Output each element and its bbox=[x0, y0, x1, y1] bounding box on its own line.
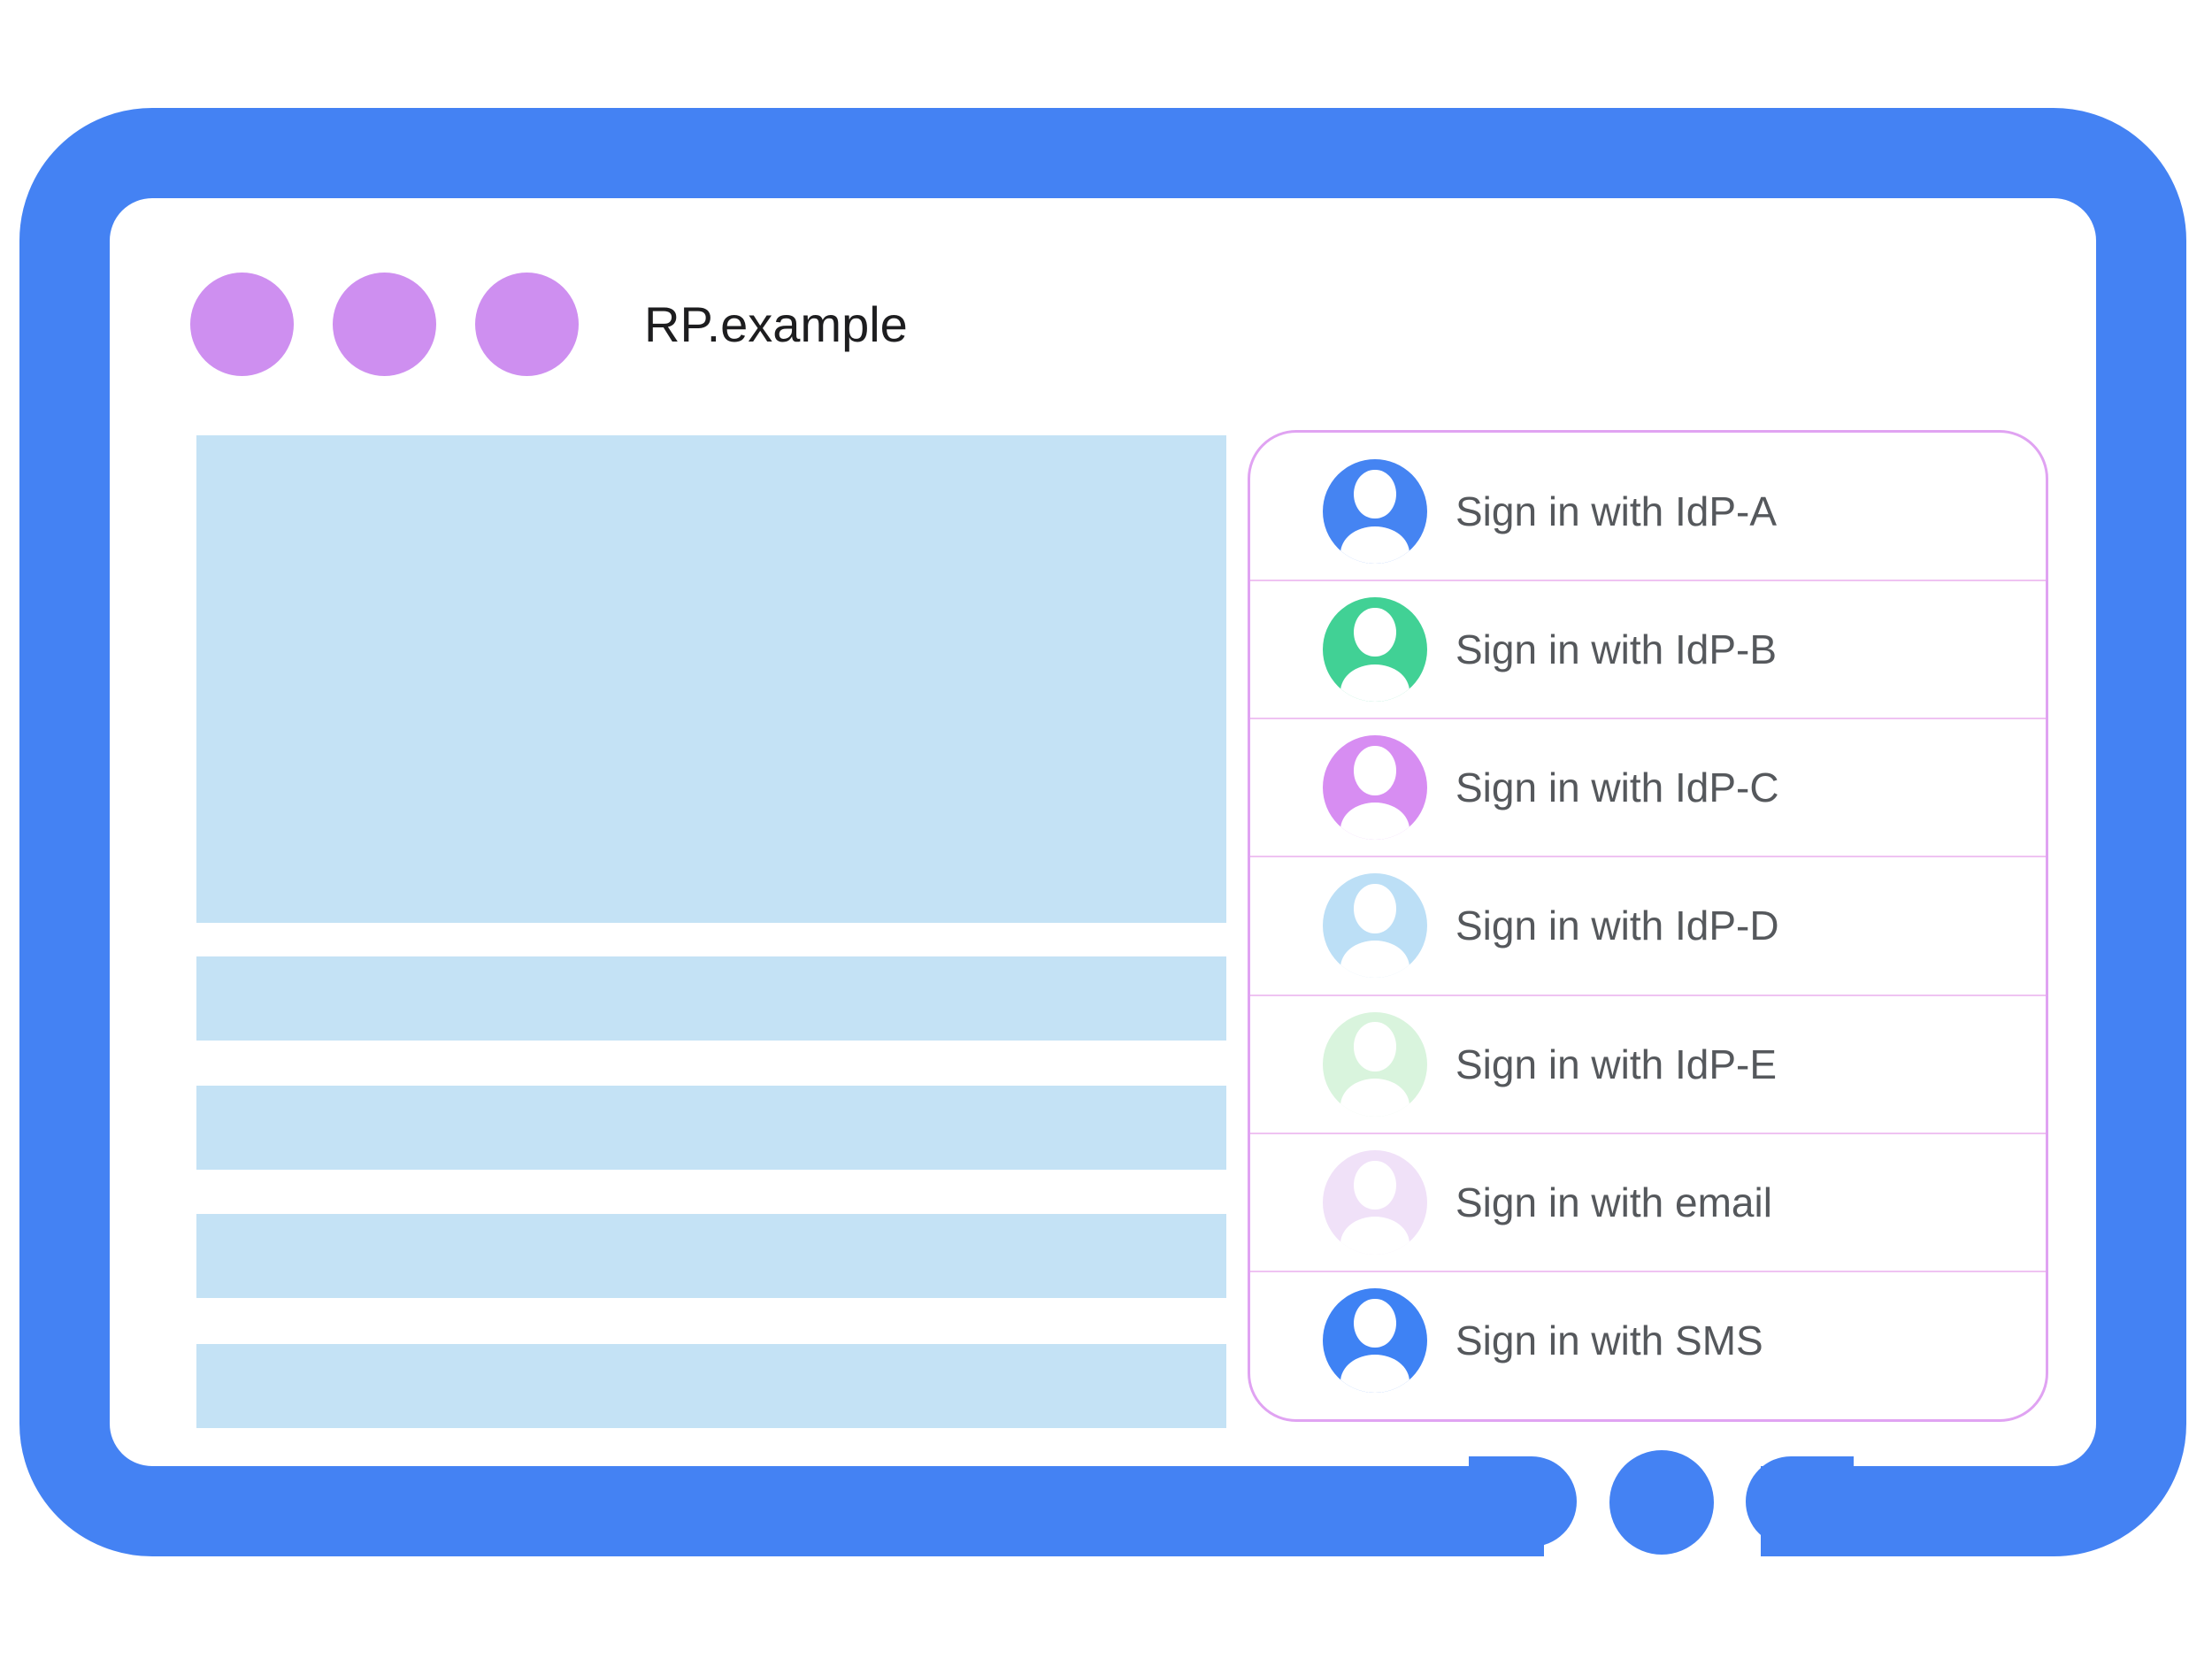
signin-option-idp-a[interactable]: Sign in with IdP-A bbox=[1250, 443, 2046, 580]
content-placeholder-hero bbox=[196, 435, 1226, 923]
window-title: RP.example bbox=[644, 296, 908, 352]
user-avatar-icon bbox=[1323, 735, 1427, 841]
avatar-torso-shape bbox=[1340, 1079, 1409, 1117]
avatar-head-shape bbox=[1354, 469, 1396, 519]
signin-panel: Sign in with IdP-A Sign in with IdP-B Si… bbox=[1248, 430, 2048, 1422]
signin-option-idp-c[interactable]: Sign in with IdP-C bbox=[1250, 718, 2046, 856]
signin-option-label: Sign in with IdP-B bbox=[1455, 626, 1778, 673]
user-avatar-icon bbox=[1323, 1287, 1427, 1393]
signin-option-label: Sign in with email bbox=[1455, 1179, 1772, 1225]
avatar-head-shape bbox=[1354, 1298, 1396, 1348]
signin-option-label: Sign in with IdP-D bbox=[1455, 902, 1779, 949]
content-placeholder-line bbox=[196, 956, 1226, 1041]
avatar-head-shape bbox=[1354, 884, 1396, 933]
bezel-bar-left-cap bbox=[1469, 1456, 1577, 1547]
avatar-head-shape bbox=[1354, 608, 1396, 657]
avatar-torso-shape bbox=[1340, 1355, 1409, 1393]
avatar-torso-shape bbox=[1340, 941, 1409, 979]
avatar-head-shape bbox=[1354, 1160, 1396, 1210]
user-avatar-icon bbox=[1323, 459, 1427, 565]
home-button bbox=[1609, 1450, 1714, 1555]
avatar-head-shape bbox=[1354, 1022, 1396, 1071]
user-avatar-icon bbox=[1323, 873, 1427, 979]
avatar-torso-shape bbox=[1340, 664, 1409, 703]
avatar-torso-shape bbox=[1340, 1217, 1409, 1255]
avatar-head-shape bbox=[1354, 746, 1396, 795]
content-placeholder-line bbox=[196, 1086, 1226, 1170]
content-placeholder-line bbox=[196, 1344, 1226, 1428]
signin-option-label: Sign in with IdP-C bbox=[1455, 764, 1779, 811]
avatar-torso-shape bbox=[1340, 802, 1409, 841]
signin-option-sms[interactable]: Sign in with SMS bbox=[1250, 1270, 2046, 1409]
user-avatar-icon bbox=[1323, 1149, 1427, 1255]
signin-option-email[interactable]: Sign in with email bbox=[1250, 1132, 2046, 1271]
window-control-dot bbox=[333, 273, 436, 376]
signin-option-idp-b[interactable]: Sign in with IdP-B bbox=[1250, 580, 2046, 718]
user-avatar-icon bbox=[1323, 1011, 1427, 1117]
signin-option-label: Sign in with IdP-A bbox=[1455, 488, 1778, 535]
user-avatar-icon bbox=[1323, 597, 1427, 703]
window-control-dot bbox=[190, 273, 294, 376]
signin-option-idp-e[interactable]: Sign in with IdP-E bbox=[1250, 994, 2046, 1133]
content-placeholder-line bbox=[196, 1214, 1226, 1298]
signin-option-idp-d[interactable]: Sign in with IdP-D bbox=[1250, 856, 2046, 994]
signin-option-label: Sign in with SMS bbox=[1455, 1317, 1763, 1363]
window-control-dot bbox=[475, 273, 579, 376]
signin-option-label: Sign in with IdP-E bbox=[1455, 1041, 1778, 1087]
avatar-torso-shape bbox=[1340, 526, 1409, 565]
bezel-bar-right-cap bbox=[1746, 1456, 1854, 1547]
